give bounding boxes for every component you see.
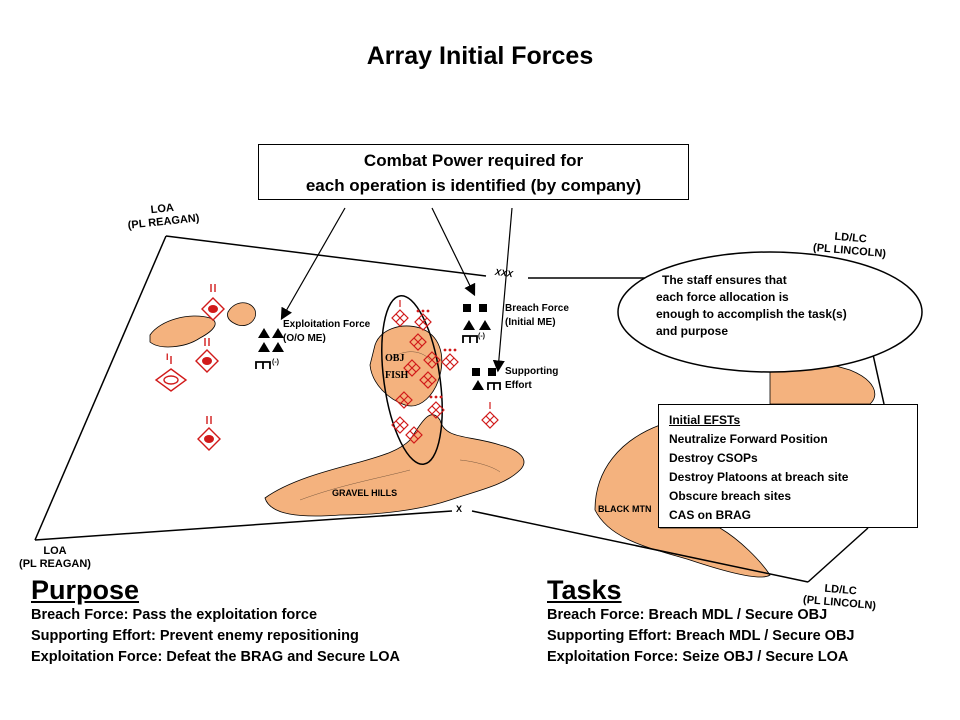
purpose-heading: Purpose (31, 575, 140, 605)
staff-note: The staff ensures that each force alloca… (656, 272, 946, 340)
supporting-effort-symbol (472, 368, 501, 390)
boundary-x (34, 510, 453, 541)
task-line: Breach Force: Breach MDL / Secure OBJ (547, 607, 828, 623)
pl-reagan-line (34, 235, 167, 541)
purpose-line: Breach Force: Pass the exploitation forc… (31, 607, 318, 623)
terrain-gravel-hills (264, 414, 525, 517)
obj-fish-ellipse (381, 294, 443, 466)
tasks-section: Tasks Breach Force: Breach MDL / Secure … (547, 575, 855, 668)
arrow-to-supporting (492, 207, 513, 373)
purpose-line: Exploitation Force: Defeat the BRAG and … (31, 649, 400, 665)
efsts-heading: Initial EFSTs (669, 413, 741, 427)
task-line: Supporting Effort: Breach MDL / Secure O… (547, 628, 855, 644)
staff-note-line-2: each force allocation is (656, 290, 789, 304)
callout-line-2: each operation is identified (by company… (305, 176, 642, 195)
boundary-x-label: X (456, 504, 463, 514)
purpose-section: Purpose Breach Force: Pass the exploitat… (31, 575, 400, 668)
breach-force-label: Breach Force(Initial ME) (505, 303, 569, 328)
efst-item: CAS on BRAG (669, 508, 751, 522)
staff-note-line-1: The staff ensures that (662, 273, 787, 287)
efsts-box: Initial EFSTs Neutralize Forward Positio… (658, 404, 918, 528)
breach-force-symbol (462, 304, 491, 343)
terrain-hill-west-2 (227, 302, 256, 327)
arrow-to-breach (431, 207, 476, 297)
enemy-recon-platoon-1 (201, 284, 225, 321)
enemy-recon-platoon-3 (197, 416, 221, 451)
callout-line-1: Combat Power required for (363, 151, 584, 170)
efst-item: Destroy CSOPs (669, 451, 758, 465)
enemy-company-unit (154, 356, 188, 392)
arrow-to-exploitation (280, 207, 346, 321)
combat-power-callout: Combat Power required for each operation… (258, 144, 689, 200)
efst-item: Neutralize Forward Position (669, 432, 828, 446)
page-title: Array Initial Forces (366, 42, 594, 70)
pl-lincoln-line (871, 349, 885, 405)
label-loa-bottom: LOA(PL REAGAN) (19, 545, 91, 570)
tasks-heading: Tasks (547, 575, 622, 605)
purpose-line: Supporting Effort: Prevent enemy reposit… (31, 628, 359, 644)
boundary-xxx (165, 235, 487, 277)
gravel-hills-label: GRAVEL HILLS (332, 488, 398, 498)
enemy-positions-cluster (391, 300, 499, 444)
staff-note-line-3: enough to accomplish the task(s) (656, 307, 847, 321)
staff-note-line-4: and purpose (656, 324, 729, 338)
breach-force-mod: (-) (478, 333, 485, 340)
black-mtn-label: BLACK MTN (598, 504, 652, 514)
exploitation-force-symbol (255, 328, 284, 369)
efst-item: Obscure breach sites (669, 489, 792, 503)
task-line: Exploitation Force: Seize OBJ / Secure L… (547, 649, 849, 665)
staff-note-ellipse (617, 251, 923, 373)
exploitation-force-mod: (-) (272, 359, 279, 366)
terrain-hill-west (149, 315, 216, 348)
exploitation-force-label: Exploitation Force(O/O ME) (283, 319, 371, 344)
enemy-recon-platoon-2 (195, 338, 219, 373)
efst-item: Destroy Platoons at breach site (669, 470, 849, 484)
enemy-echelon-company: I (166, 352, 169, 362)
